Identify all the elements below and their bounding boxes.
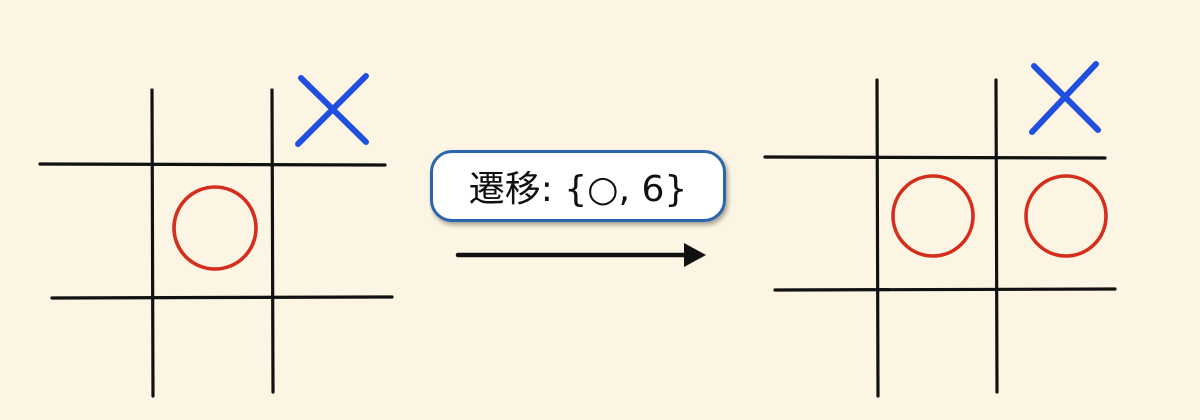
grid-line	[50, 295, 394, 300]
grid-line	[270, 88, 275, 394]
x-mark	[295, 73, 369, 147]
x-mark	[1029, 61, 1101, 135]
board-after	[763, 61, 1117, 398]
o-mark	[891, 174, 975, 258]
grid-line	[875, 78, 880, 398]
transition-label: 遷移: {○, 6}	[430, 150, 726, 222]
x-mark-stroke	[295, 73, 369, 147]
grid-line	[994, 78, 999, 394]
o-mark	[172, 185, 258, 271]
grid-line	[38, 162, 387, 167]
board-before	[38, 73, 394, 398]
grid-line	[773, 287, 1117, 292]
grid-line	[763, 155, 1107, 160]
x-mark-stroke	[1029, 61, 1099, 135]
arrow-head	[684, 243, 706, 267]
transition-label-text: 遷移: {○, 6}	[468, 169, 688, 210]
transition-arrow	[455, 243, 706, 267]
o-mark	[1024, 174, 1108, 258]
grid-line	[150, 88, 155, 398]
